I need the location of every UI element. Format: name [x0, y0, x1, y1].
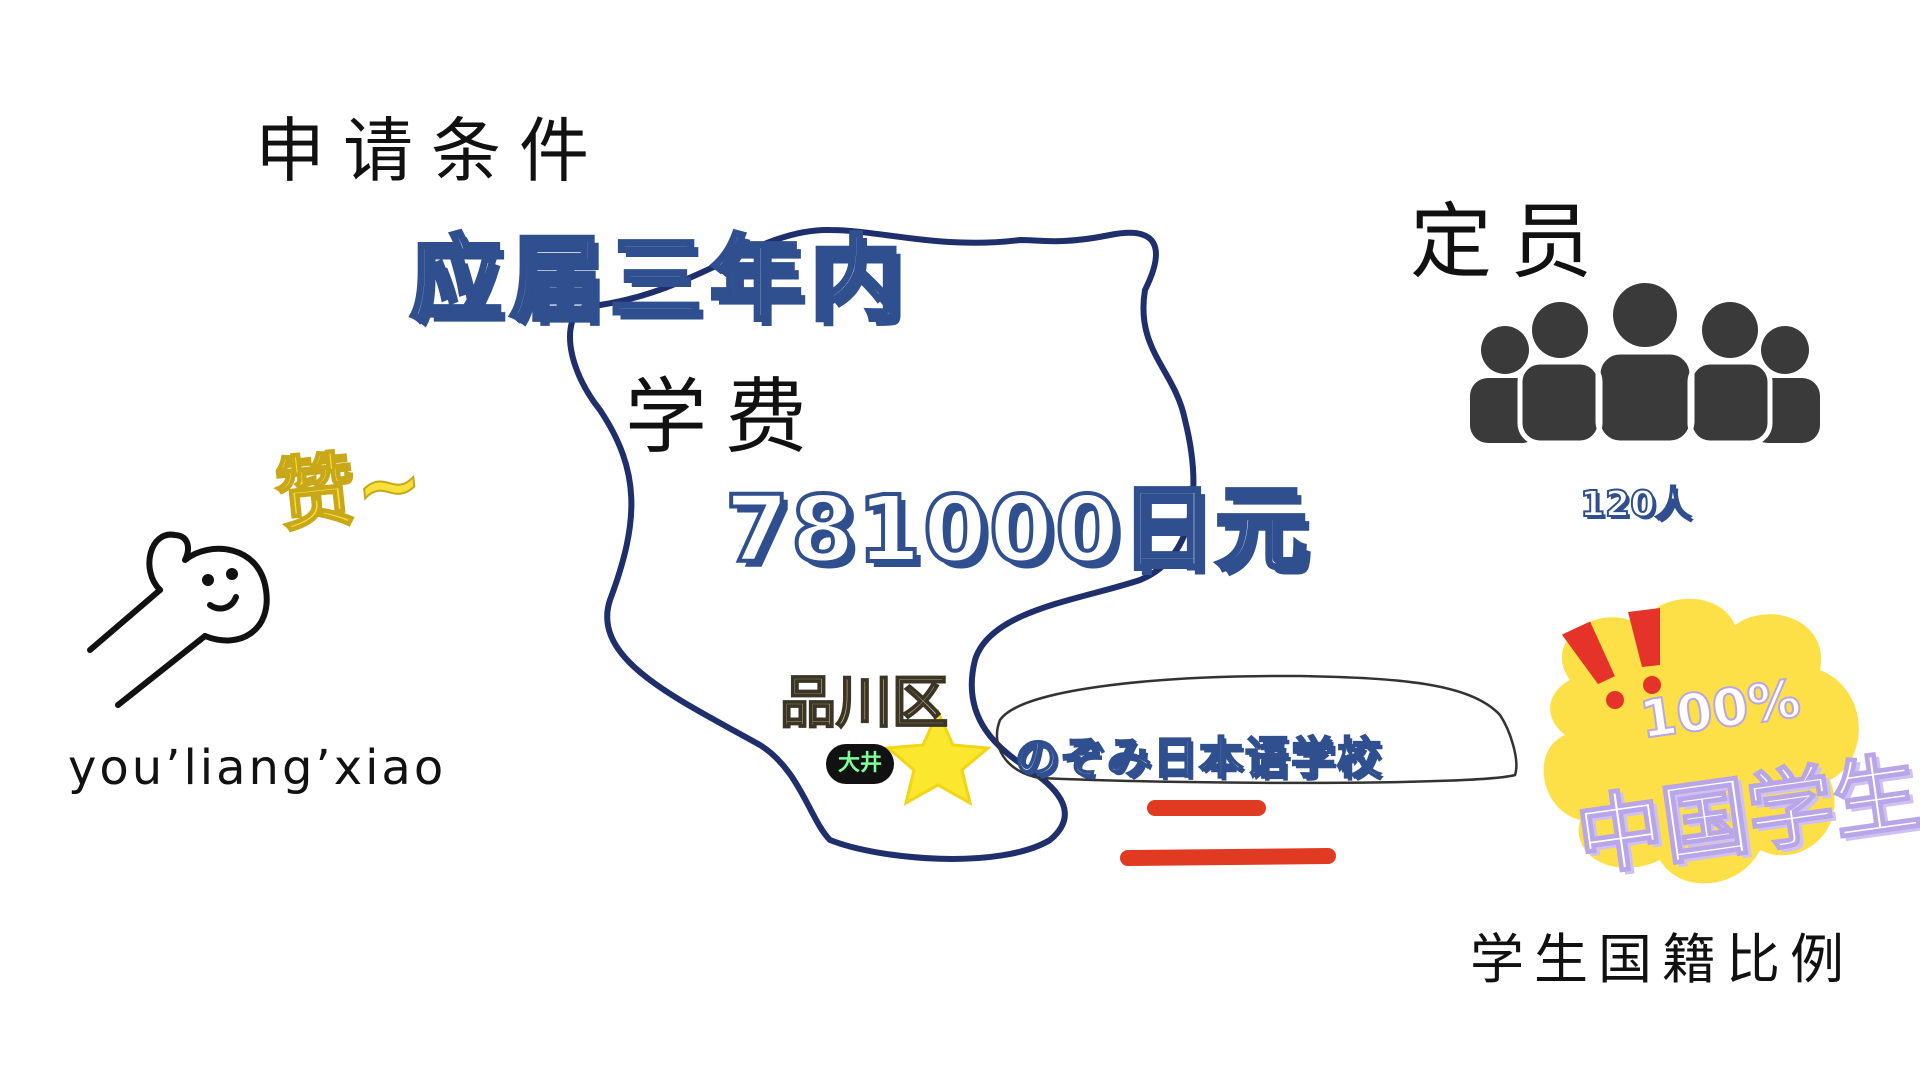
capacity-title: 定员: [1410, 195, 1611, 290]
tuition-title: 学费: [625, 370, 826, 465]
star-icon: [884, 708, 992, 806]
cloud-burst-icon: [1543, 598, 1859, 884]
double-exclamation-icon: [1561, 608, 1661, 709]
school-name: のぞみ日本语学校: [1014, 732, 1383, 785]
mascot-caption: you’liang’xiao: [68, 740, 447, 796]
district-label: 品川区: [779, 670, 949, 737]
red-stroke-bottom: [1120, 848, 1336, 866]
station-badge: 大井: [826, 744, 894, 784]
requirements-value: 应届三年内: [408, 224, 911, 335]
school-bubble: [995, 674, 1518, 785]
smiling-blob-icon: [87, 531, 270, 708]
nationality-title: 学生国籍比例: [1470, 928, 1854, 991]
capacity-value: 120人: [1579, 483, 1692, 526]
tuition-value: 781000日元: [723, 474, 1310, 585]
people-group-icon: [1470, 283, 1820, 446]
requirements-title: 申请条件: [255, 110, 607, 192]
praise-text: 赞~: [270, 435, 428, 545]
map-outline: [567, 226, 1197, 862]
